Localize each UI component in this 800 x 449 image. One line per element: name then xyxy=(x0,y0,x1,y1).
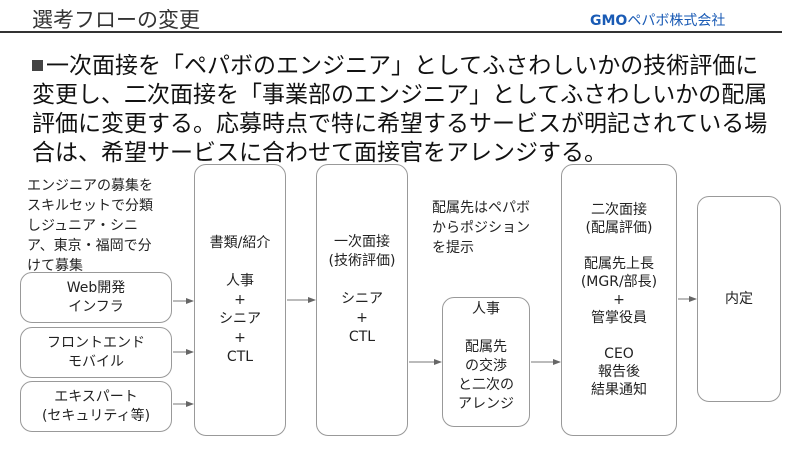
box-text: フロントエンド xyxy=(47,334,145,351)
box-text: (セキュリティ等) xyxy=(41,407,151,424)
box-text: CTL xyxy=(348,329,376,345)
box-title: 人事 xyxy=(472,301,500,317)
company-logo: GMOペパボ株式会社 xyxy=(590,10,725,30)
first-interview-box: 一次面接 (技術評価) シニア + CTL xyxy=(316,164,408,436)
screening-box: 書類/紹介 人事 + シニア + CTL xyxy=(194,164,286,436)
body-paragraph: 一次面接を「ペパボのエンジニア」としてふさわしいかの技術評価に変更し、二次面接を… xyxy=(32,52,772,168)
box-title: 一次面接 xyxy=(334,234,390,250)
bullet-icon xyxy=(32,60,43,71)
slide-title: 選考フローの変更 xyxy=(32,8,200,32)
logo-brand: GMO xyxy=(590,13,628,29)
box-text: 配属先上長 xyxy=(584,256,654,272)
box-text: + xyxy=(613,292,625,308)
header-divider xyxy=(0,31,782,33)
caption-line: ア、東京・福岡で分 xyxy=(27,238,152,254)
offer-box: 内定 xyxy=(697,196,781,402)
category-web-infra: Web開発 インフラ xyxy=(20,272,172,323)
box-text: シニア xyxy=(219,310,261,327)
box-title: (技術評価) xyxy=(328,253,396,269)
box-text: の交渉 xyxy=(465,358,507,374)
box-text: + xyxy=(234,291,246,308)
category-expert: エキスパート (セキュリティ等) xyxy=(20,381,172,432)
box-title: 書類/紹介 xyxy=(209,234,271,251)
hr-box: 人事 配属先 の交渉 と二次の アレンジ xyxy=(442,297,530,427)
box-text: モバイル xyxy=(68,353,124,370)
note-line: 配属先はペパボ xyxy=(432,200,530,216)
box-text: と二次の xyxy=(458,377,514,393)
note-line: からポジション xyxy=(432,220,530,236)
box-text: Web開発 xyxy=(66,279,126,296)
box-text: シニア xyxy=(341,291,383,307)
box-text: 人事 xyxy=(226,272,254,289)
box-text: CTL xyxy=(226,348,254,365)
box-text: アレンジ xyxy=(458,396,514,412)
box-title: 二次面接 xyxy=(591,202,647,218)
box-text: 報告後 xyxy=(598,364,640,380)
box-title: 内定 xyxy=(725,290,753,307)
caption-line: スキルセットで分類 xyxy=(27,198,153,214)
note-line: を提示 xyxy=(432,240,474,256)
box-text: エキスパート xyxy=(54,388,138,405)
caption-line: しジュニア・シニ xyxy=(27,218,139,234)
box-text: (MGR/部長) xyxy=(580,274,658,290)
box-text: + xyxy=(356,310,368,326)
caption-line: けて募集 xyxy=(27,258,83,274)
box-title: (配属評価) xyxy=(585,220,653,236)
caption-line: エンジニアの募集を xyxy=(27,178,153,194)
logo-company: ペパボ株式会社 xyxy=(627,13,726,29)
category-frontend-mobile: フロントエンド モバイル xyxy=(20,327,172,378)
box-text: インフラ xyxy=(68,298,124,315)
box-text: 管掌役員 xyxy=(591,310,647,326)
body-text: 一次面接を「ペパボのエンジニア」としてふさわしいかの技術評価に変更し、二次面接を… xyxy=(32,53,768,166)
second-interview-box: 二次面接 (配属評価) 配属先上長 (MGR/部長) + 管掌役員 CEO 報告… xyxy=(561,164,677,436)
box-text: 結果通知 xyxy=(591,382,647,398)
placement-note: 配属先はペパボ からポジション を提示 xyxy=(432,198,530,258)
box-text: CEO xyxy=(604,346,634,362)
recruit-caption: エンジニアの募集を スキルセットで分類 しジュニア・シニ ア、東京・福岡で分 け… xyxy=(27,176,153,276)
box-text: 配属先 xyxy=(465,339,507,355)
box-text: + xyxy=(234,329,246,346)
